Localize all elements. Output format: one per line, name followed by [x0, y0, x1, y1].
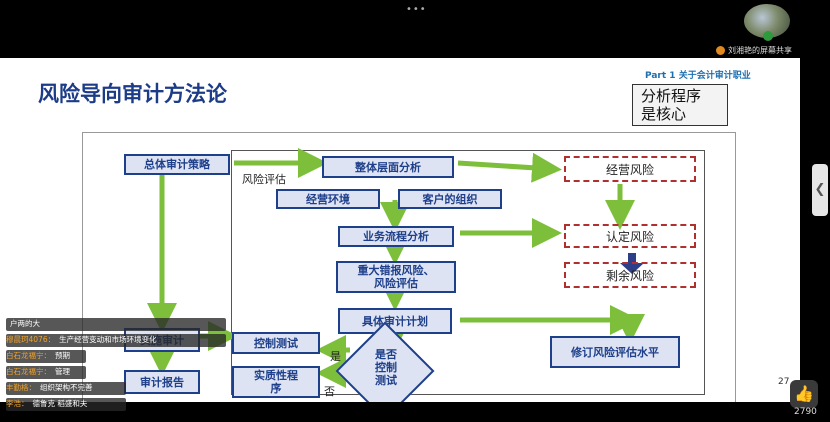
share-status-icon	[716, 46, 725, 55]
risk-box-assessed: 认定风险	[564, 224, 696, 248]
chat-text: 生产经营变动和市场环境变化	[59, 335, 157, 344]
slide-title: 风险导向审计方法论	[38, 82, 227, 106]
diamond-line-1: 是否	[375, 348, 397, 361]
chat-text: 预期	[55, 351, 70, 360]
box-overall-strategy: 总体审计策略	[124, 154, 230, 175]
box-substantive: 实质性程 序	[232, 366, 320, 398]
substantive-line-2: 序	[270, 382, 282, 395]
chat-message: 李浩：德鲁克 稻盛和夫	[6, 398, 126, 411]
chat-text: 德鲁克 稻盛和夫	[32, 399, 88, 408]
diagram-outer-frame	[82, 132, 736, 402]
box-material-risk: 重大错报风险、 风险评估	[336, 261, 456, 293]
chat-text: 组织架构不完善	[40, 383, 93, 392]
handwritten-no: 否	[324, 385, 335, 398]
box-audit-report: 审计报告	[124, 370, 200, 394]
material-risk-line-2: 风险评估	[374, 277, 418, 290]
screen-share-label: 刘湘艳的屏幕共享	[716, 45, 828, 59]
chat-message: 白石龙福宁：预期	[6, 350, 86, 363]
chat-message: 丰勤格：组织架构不完善	[6, 382, 126, 395]
more-menu-icon[interactable]: •••	[406, 4, 427, 15]
risk-box-residual: 剩余风险	[564, 262, 696, 288]
material-risk-line-1: 重大错报风险、	[357, 264, 435, 277]
risk-box-operating: 经营风险	[564, 156, 696, 182]
thumbs-up-icon: 👍	[794, 384, 814, 403]
substantive-line-1: 实质性程	[254, 369, 298, 382]
chat-message: 户两的大	[6, 318, 226, 331]
box-specific-plan: 具体审计计划	[338, 308, 452, 334]
diamond-line-2: 控制	[375, 361, 397, 374]
chat-text: 户两的大	[10, 319, 40, 328]
callout-line-2: 是核心	[641, 105, 687, 123]
share-label-text: 刘湘艳的屏幕共享	[728, 46, 792, 55]
box-revise-risk: 修订风险评估水平	[550, 336, 680, 368]
like-count: 2790	[794, 407, 817, 417]
like-button[interactable]: 👍	[790, 380, 818, 408]
microphone-icon	[763, 31, 773, 41]
diamond-line-3: 测试	[375, 374, 397, 387]
collapse-panel-button[interactable]: ❮	[812, 164, 828, 216]
shared-slide: 风险导向审计方法论 Part 1 关于会计审计职业	[0, 58, 800, 402]
callout-line-1: 分析程序	[641, 87, 702, 105]
diagram-inner-frame	[231, 150, 705, 395]
handwritten-yes: 是	[330, 350, 341, 363]
chat-message: 白石龙福宁：管理	[6, 366, 86, 379]
handwritten-risk-assess: 风险评估	[242, 173, 286, 186]
box-control-test: 控制测试	[232, 332, 320, 354]
chat-message: 穆晨珂4076：生产经营变动和市场环境变化	[6, 334, 226, 347]
meeting-top-bar: ••• 刘湘艳的屏幕共享	[0, 0, 830, 58]
callout-analysis-core: 分析程序 是核心	[632, 84, 728, 126]
box-overall-analysis: 整体层面分析	[322, 156, 454, 178]
chat-text: 管理	[55, 367, 70, 376]
box-env: 经营环境	[276, 189, 380, 209]
part-label: Part 1 关于会计审计职业	[645, 71, 751, 81]
slide-page-number: 27	[778, 377, 790, 387]
box-process-analysis: 业务流程分析	[338, 226, 454, 247]
decision-label: 是否 控制 测试	[366, 348, 406, 387]
box-client-org: 客户的组织	[398, 189, 502, 209]
